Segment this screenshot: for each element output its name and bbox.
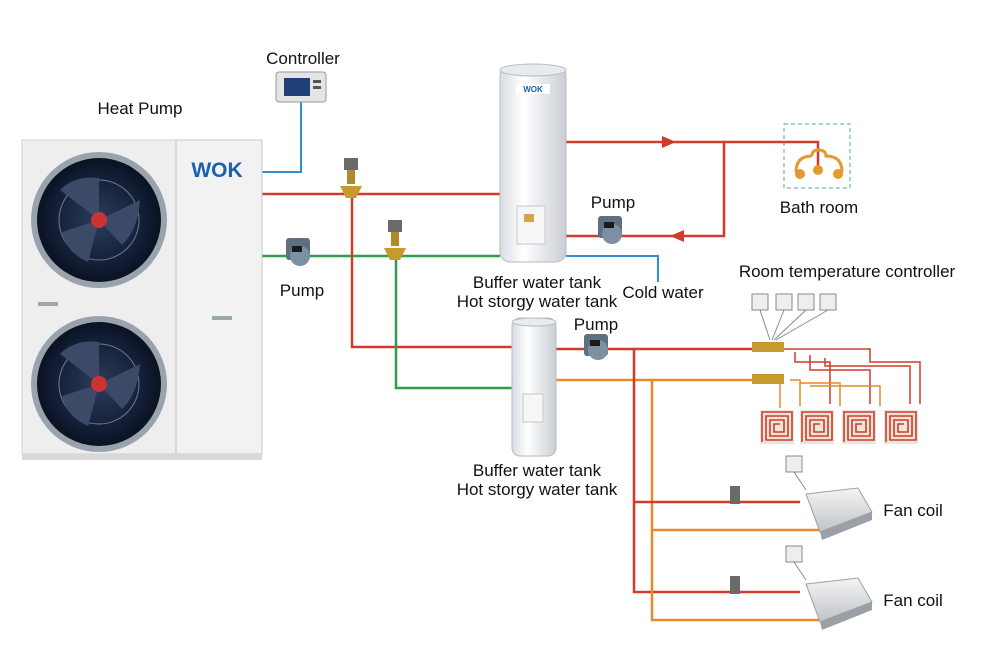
tank2-label-line1: Buffer water tank <box>473 461 602 480</box>
circulation-pump-left <box>286 238 310 266</box>
tank1-label-line2: Hot storgy water tank <box>457 292 618 311</box>
room-temp-controller-label: Room temperature controller <box>739 262 956 281</box>
room-thermostats <box>751 293 837 341</box>
fan-return-riser <box>650 380 820 622</box>
bath-supply-pipe <box>566 140 820 170</box>
hot-pipe-branch <box>350 194 512 349</box>
buffer-tank-lower <box>511 317 557 457</box>
floor-coil-3 <box>842 410 876 444</box>
controller-label: Controller <box>266 49 340 68</box>
cold-water-pipe <box>566 255 659 282</box>
circulation-pump-upper <box>598 216 622 244</box>
manifold <box>752 342 784 384</box>
controller-device <box>275 71 327 103</box>
buffer-tank-upper: WOK <box>499 63 567 263</box>
floor-coil-1 <box>760 410 794 444</box>
bathroom-fixture <box>783 123 851 189</box>
flow-arrow-right <box>662 136 676 148</box>
floor-loops-red <box>780 348 921 404</box>
pump-lower-label: Pump <box>574 315 618 334</box>
pipes <box>262 102 921 622</box>
motorized-valve-2 <box>384 220 406 260</box>
labels: Heat Pump Controller Pump Pump Pump Buff… <box>97 49 955 610</box>
pump-left-label: Pump <box>280 281 324 300</box>
floor-coil-2 <box>800 410 834 444</box>
cold-water-label: Cold water <box>622 283 704 302</box>
motorized-valve-1 <box>340 158 362 198</box>
circulation-pump-lower <box>584 334 608 360</box>
fan-coil-lower <box>730 545 873 630</box>
tank1-label-line1: Buffer water tank <box>473 273 602 292</box>
tank2-label-line2: Hot storgy water tank <box>457 480 618 499</box>
heat-pump-brand: WOK <box>191 159 242 182</box>
floor-coil-4 <box>884 410 918 444</box>
pump-upper-label: Pump <box>591 193 635 212</box>
bath-return-pipe <box>566 142 726 238</box>
fan-coil-upper <box>730 455 873 540</box>
fan-lower-icon <box>31 316 167 452</box>
heat-pump-unit: WOK <box>21 139 263 460</box>
fan-coil-2-label: Fan coil <box>883 591 943 610</box>
controller-wire <box>262 102 302 173</box>
fan-coil-1-label: Fan coil <box>883 501 943 520</box>
tank-brand: WOK <box>523 85 543 94</box>
floor-loops-orange <box>779 379 881 408</box>
bath-room-label: Bath room <box>780 198 858 217</box>
return-pipe-branch <box>394 256 512 390</box>
floor-heating-coils <box>760 410 918 444</box>
flow-arrow-left <box>670 230 684 242</box>
heat-pump-label: Heat Pump <box>97 99 182 118</box>
fan-upper-icon <box>31 152 167 288</box>
fan-supply-riser <box>632 349 800 594</box>
